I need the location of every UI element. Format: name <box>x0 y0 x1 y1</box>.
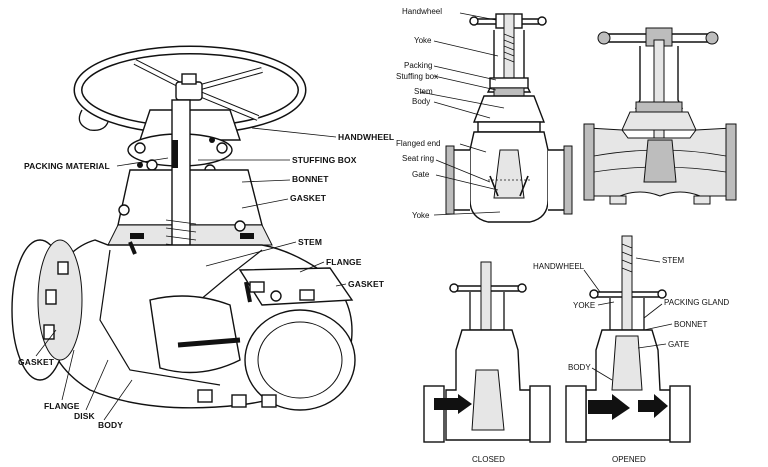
label-gate-section: Gate <box>412 170 430 179</box>
label-stem-iso: STEM <box>298 237 322 247</box>
section-view-leaders <box>419 12 505 216</box>
label-yoke-bottom-section: Yoke <box>412 211 430 220</box>
label-bonnet-iso: BONNET <box>292 174 329 184</box>
label-packing-gland-states: PACKING GLAND <box>664 298 729 307</box>
section-view-valve <box>445 13 573 223</box>
label-packing-section: Packing <box>404 61 432 70</box>
label-yoke-states: YOKE <box>573 301 595 310</box>
label-yoke-top-section: Yoke <box>414 36 432 45</box>
states-labels: HANDWHEEL STEM YOKE PACKING GLAND BONNET… <box>472 256 729 464</box>
label-disk-iso: DISK <box>74 411 95 421</box>
label-body-iso: BODY <box>98 420 123 430</box>
label-stem-states: STEM <box>662 256 685 265</box>
label-flange-left-iso: FLANGE <box>44 401 80 411</box>
isometric-labels: HANDWHEEL PACKING MATERIAL STUFFING BOX … <box>18 132 394 430</box>
label-gate-states: GATE <box>668 340 689 349</box>
label-bonnet-states: BONNET <box>674 320 707 329</box>
label-handwheel-section: Handwheel <box>402 7 442 16</box>
label-flanged-end-section: Flanged end <box>396 139 440 148</box>
label-gasket-right-iso: GASKET <box>348 279 385 289</box>
label-stuffing-box-section: Stuffing box <box>396 72 438 81</box>
opened-valve <box>565 235 691 443</box>
isometric-leaders <box>35 127 347 421</box>
label-gasket-top-iso: GASKET <box>290 193 327 203</box>
isometric-cutaway-valve <box>11 45 356 411</box>
section-stem-threads <box>503 33 515 63</box>
label-handwheel-states: HANDWHEEL <box>533 262 585 271</box>
section-view-labels: Handwheel Yoke Packing Stuffing box Stem… <box>396 7 442 220</box>
closed-valve <box>423 261 551 443</box>
label-handwheel-iso: HANDWHEEL <box>338 132 394 142</box>
label-body-states: BODY <box>568 363 591 372</box>
caption-opened: OPENED <box>612 455 646 464</box>
states-leaders <box>583 257 673 381</box>
label-flange-right-iso: FLANGE <box>326 257 362 267</box>
label-gasket-left-iso: GASKET <box>18 357 55 367</box>
label-packing-material: PACKING MATERIAL <box>24 161 110 171</box>
label-seat-ring-section: Seat ring <box>402 154 434 163</box>
shaded-valve-illustration <box>583 27 737 205</box>
label-stem-section: Stem <box>414 87 433 96</box>
opened-stem-threads <box>621 243 633 273</box>
caption-closed: CLOSED <box>472 455 505 464</box>
label-body-section: Body <box>412 97 430 106</box>
label-stuffing-box-iso: STUFFING BOX <box>292 155 357 165</box>
